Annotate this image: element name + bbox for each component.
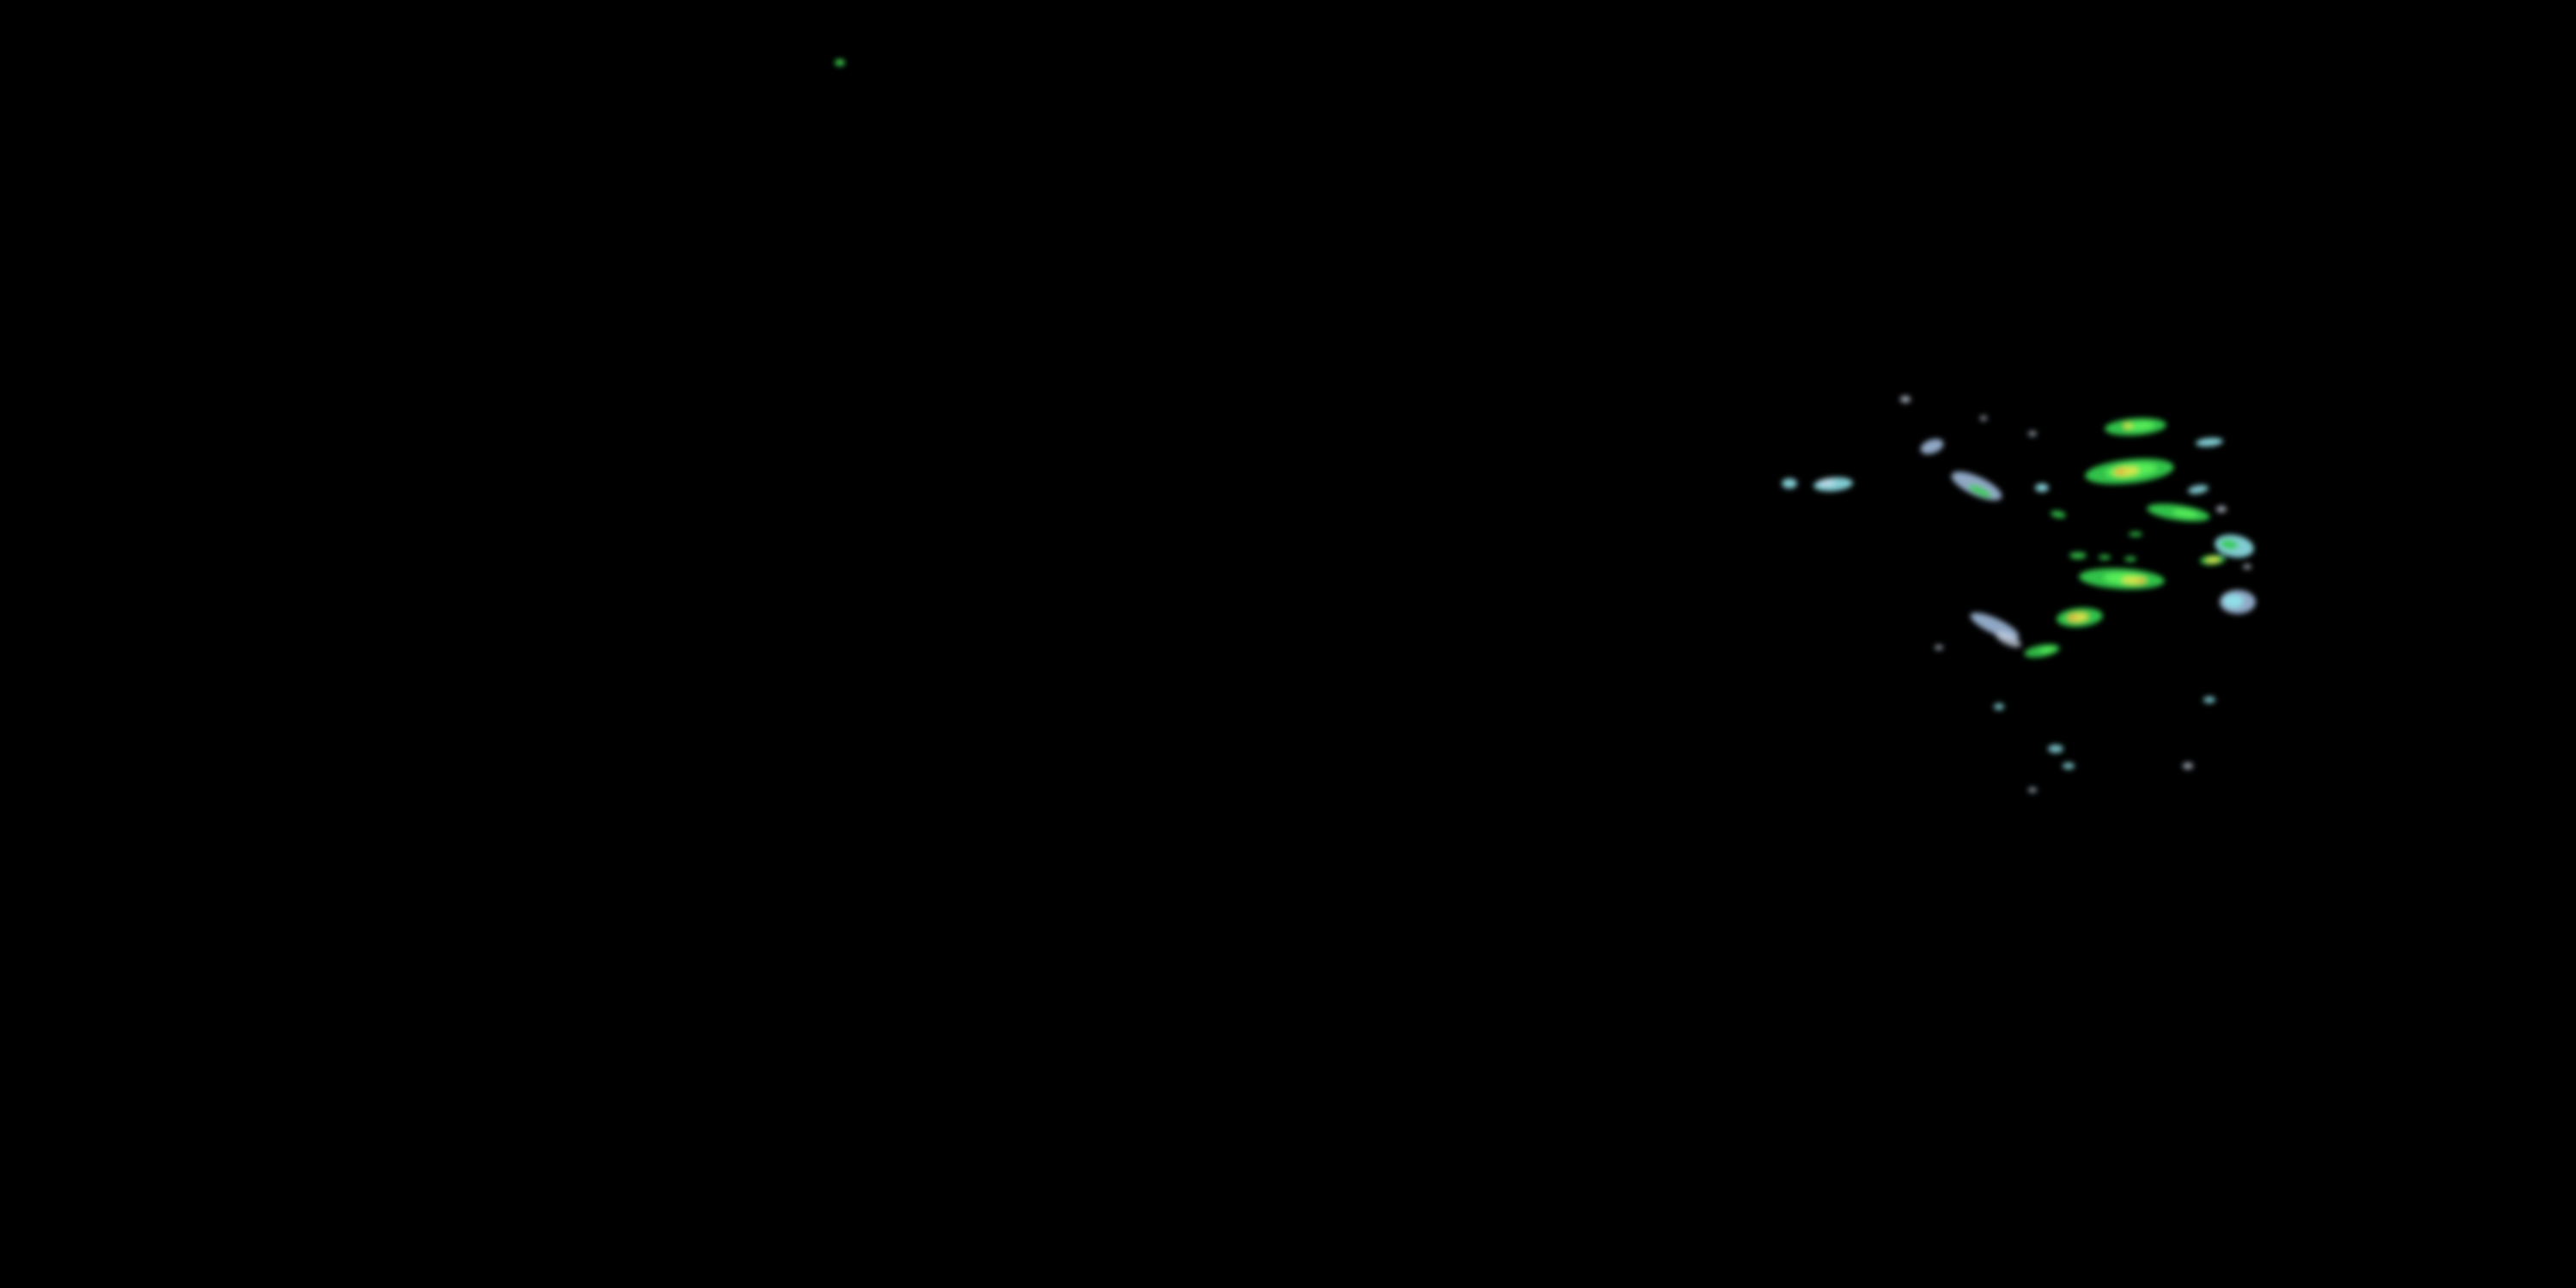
- radar-echo: [1996, 632, 2021, 647]
- radar-echo: [2099, 555, 2111, 560]
- radar-echo: [2039, 647, 2055, 653]
- radar-echo: [2243, 564, 2251, 569]
- radar-echo: [2203, 696, 2215, 703]
- radar-echo: [1968, 484, 1992, 498]
- radar-echo: [1782, 478, 1797, 489]
- radar-echo: [2220, 538, 2239, 550]
- radar-echo: [2069, 615, 2077, 620]
- radar-echo: [1970, 612, 2020, 640]
- radar-echo: [2206, 556, 2220, 563]
- radar-echo-layer: [835, 59, 2256, 793]
- radar-echo: [2124, 556, 2136, 562]
- radar-echo: [1920, 439, 1944, 454]
- radar-echo: [2048, 744, 2063, 753]
- radar-echo: [2028, 787, 2037, 793]
- radar-echo: [2035, 483, 2049, 492]
- radar-echo: [2137, 578, 2146, 583]
- radar-echo: [1994, 703, 2004, 710]
- radar-echo: [2063, 762, 2075, 769]
- radar-echo: [1819, 478, 1836, 487]
- radar-echo: [1900, 396, 1911, 403]
- radar-echo: [2216, 506, 2227, 513]
- radar-echo: [2183, 762, 2193, 769]
- radar-echo: [2188, 484, 2208, 495]
- radar-echo: [2028, 431, 2037, 436]
- radar-echo: [2050, 510, 2066, 519]
- radar-echo: [2223, 594, 2244, 608]
- radar-echo: [2172, 509, 2198, 518]
- radar-echo: [838, 60, 843, 64]
- radar-echo: [2129, 532, 2142, 537]
- radar-echo: [2114, 469, 2126, 474]
- radar-echo: [2069, 552, 2087, 559]
- radar-echo: [2125, 421, 2154, 431]
- radar-echo: [1935, 645, 1943, 650]
- radar-echo: [1980, 416, 1987, 421]
- radar-echo: [2196, 437, 2223, 447]
- radar-echo: [2123, 423, 2132, 428]
